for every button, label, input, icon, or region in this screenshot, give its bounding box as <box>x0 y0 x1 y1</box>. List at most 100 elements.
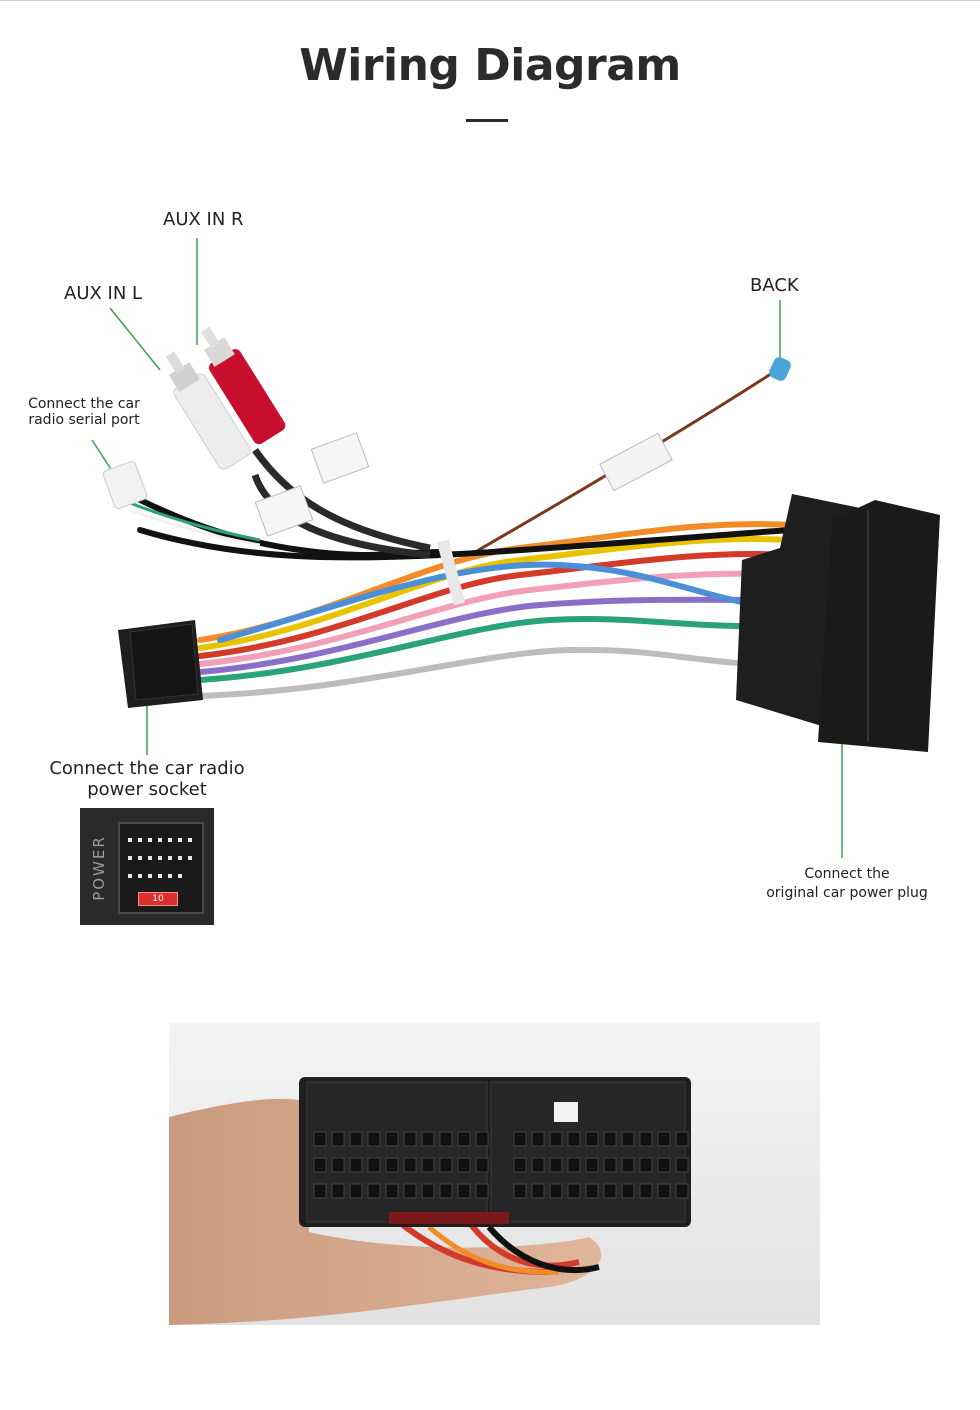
connector-photo-drawing <box>169 1022 820 1325</box>
radio-power-connector <box>118 620 203 708</box>
page-title: Wiring Diagram <box>299 40 681 91</box>
harness-wire <box>197 570 793 667</box>
connector-cavity <box>621 1131 635 1147</box>
connector-cavity <box>639 1131 653 1147</box>
connector-cavity <box>549 1131 563 1147</box>
connector-cavity <box>675 1183 689 1199</box>
harness-wire <box>197 551 793 659</box>
rca-white-plug <box>165 351 251 470</box>
label-serial-port: Connect the car radio serial port <box>22 396 146 428</box>
label-back: BACK <box>750 275 799 296</box>
socket-pin <box>138 838 142 842</box>
connector-cavity <box>603 1131 617 1147</box>
connector-cavity <box>331 1183 345 1199</box>
harness-wire <box>197 536 793 651</box>
connector-cavity <box>657 1157 671 1173</box>
connector-cavity <box>349 1183 363 1199</box>
label-serial-port-line2: radio serial port <box>28 412 140 429</box>
connector-cavity <box>367 1183 381 1199</box>
connector-cavity <box>367 1157 381 1173</box>
connector-cavity <box>475 1183 489 1199</box>
aux-l-tag <box>254 485 314 537</box>
rca-red-plug <box>200 326 286 445</box>
harness-wire <box>197 615 793 683</box>
connector-cavity <box>513 1157 527 1173</box>
connector-cavity <box>403 1131 417 1147</box>
connector-cavity <box>531 1183 545 1199</box>
socket-pin <box>178 838 182 842</box>
connector-cavity <box>457 1131 471 1147</box>
harness-wire <box>137 527 793 561</box>
connector-cavity <box>639 1183 653 1199</box>
callout-aux-in-l <box>109 307 161 371</box>
inset-power-text: POWER <box>90 835 108 901</box>
photo-wires-black <box>486 1225 600 1273</box>
connector-cavity <box>313 1131 327 1147</box>
label-serial-port-line1: Connect the car <box>28 396 140 412</box>
aux-r-cable <box>252 447 431 552</box>
label-original-plug: Connect the original car power plug <box>760 865 934 903</box>
connector-cavity <box>531 1157 545 1173</box>
photo-wires-orange <box>427 1225 560 1275</box>
connector-cavity <box>621 1183 635 1199</box>
socket-pin <box>128 838 132 842</box>
connector-cavity <box>513 1131 527 1147</box>
connector-cavity <box>439 1157 453 1173</box>
socket-pin <box>178 856 182 860</box>
socket-pin <box>128 874 132 878</box>
connector-cavity <box>513 1183 527 1199</box>
back-wire-tag <box>599 432 673 492</box>
socket-pin <box>158 838 162 842</box>
socket-pin <box>148 856 152 860</box>
connector-cavity <box>349 1157 363 1173</box>
socket-pin <box>168 856 172 860</box>
socket-pin <box>138 856 142 860</box>
harness-wire <box>197 596 793 675</box>
connector-cavity <box>403 1157 417 1173</box>
connector-cavity <box>349 1131 363 1147</box>
original-car-plug <box>736 494 940 752</box>
connector-cavity <box>639 1157 653 1173</box>
socket-pin <box>138 874 142 878</box>
label-power-socket-line2: power socket <box>87 778 207 800</box>
connector-cavity <box>675 1157 689 1173</box>
connector-cavity <box>421 1157 435 1173</box>
callout-lines <box>91 238 843 858</box>
connector-cavity <box>367 1131 381 1147</box>
connector-cavity <box>421 1183 435 1199</box>
harness-wire <box>197 646 793 699</box>
connector-cavity <box>585 1131 599 1147</box>
connector-cavity <box>439 1131 453 1147</box>
connector-cavity <box>549 1183 563 1199</box>
label-aux-in-r: AUX IN R <box>163 209 244 230</box>
connector-cavity <box>567 1131 581 1147</box>
aux-r-tag <box>310 432 370 484</box>
bundle-band <box>436 539 466 606</box>
serial-port-connector <box>102 461 148 509</box>
connector-cavity <box>421 1131 435 1147</box>
socket-pin <box>158 874 162 878</box>
connector-cavity <box>313 1183 327 1199</box>
socket-pin <box>148 838 152 842</box>
connector-cavity <box>403 1183 417 1199</box>
connector-cavity <box>675 1131 689 1147</box>
socket-pin <box>128 856 132 860</box>
top-divider <box>0 0 980 1</box>
connector-cavity <box>475 1131 489 1147</box>
label-power-socket-line1: Connect the car radio <box>49 758 245 779</box>
connector-cavity <box>385 1157 399 1173</box>
connector-cavity <box>313 1157 327 1173</box>
connector-cavity <box>531 1131 545 1147</box>
photo-connector <box>299 1077 691 1227</box>
connector-cavity <box>621 1157 635 1173</box>
label-original-plug-line1: Connect the <box>804 866 890 882</box>
aux-l-cable <box>251 473 431 559</box>
connector-cavity <box>549 1157 563 1173</box>
harness-wire <box>217 561 793 643</box>
socket-pin <box>158 856 162 860</box>
connector-cavity <box>457 1183 471 1199</box>
label-original-plug-line2: original car power plug <box>766 884 928 901</box>
connector-cavity <box>585 1183 599 1199</box>
connector-cavity <box>603 1157 617 1173</box>
socket-pin <box>188 856 192 860</box>
